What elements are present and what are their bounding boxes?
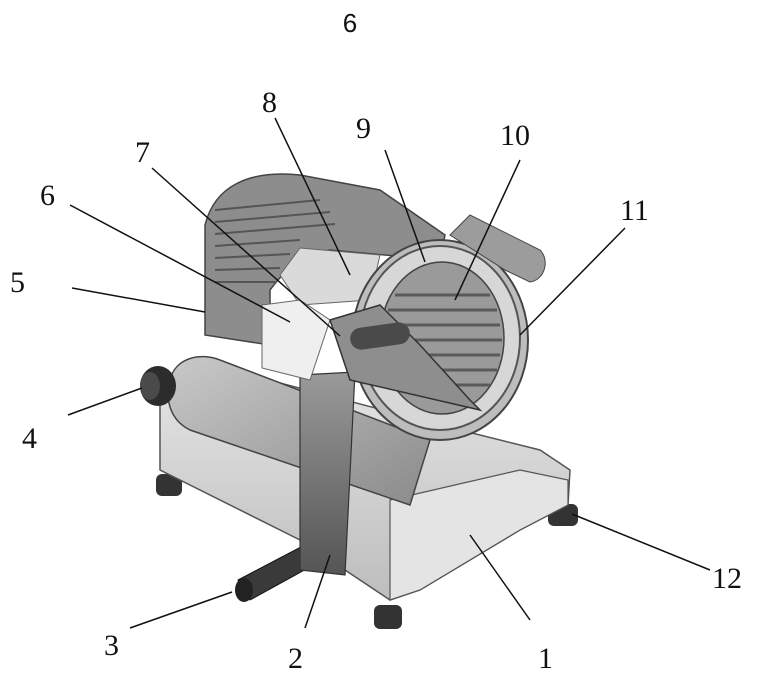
leader-12 xyxy=(571,513,711,571)
knob-face xyxy=(140,372,160,400)
callout-1: 1 xyxy=(538,642,553,675)
leader-2 xyxy=(304,554,331,629)
leader-7 xyxy=(151,167,341,337)
tray-ribs xyxy=(214,199,336,283)
foot-front-left xyxy=(374,605,402,629)
sharpener-housing xyxy=(449,214,546,283)
callout-7: 7 xyxy=(135,136,150,169)
leader-8 xyxy=(274,117,351,276)
leader-5 xyxy=(71,287,206,313)
leader-10 xyxy=(454,159,521,301)
product-pusher xyxy=(261,299,331,381)
leader-4 xyxy=(67,387,143,416)
leader-6 xyxy=(69,204,291,323)
callout-5: 5 xyxy=(10,266,25,299)
carriage-support xyxy=(299,371,356,576)
callout-12: 12 xyxy=(712,562,742,595)
callout-3: 3 xyxy=(104,629,119,662)
leader-11 xyxy=(519,227,626,336)
callout-labels: 1 2 3 4 5 6 7 8 9 10 11 12 xyxy=(10,86,742,675)
leader-3 xyxy=(129,591,233,629)
callout-leaders xyxy=(67,117,711,629)
callout-2: 2 xyxy=(288,642,303,675)
base-front-face xyxy=(389,469,569,601)
callout-9: 9 xyxy=(356,112,371,145)
leader-1 xyxy=(469,534,531,621)
callout-8: 8 xyxy=(262,86,277,119)
callout-6: 6 xyxy=(40,179,55,212)
page-title: 6 xyxy=(342,8,358,38)
handle-end xyxy=(235,578,253,602)
foot-back-left xyxy=(156,474,182,496)
leader-9 xyxy=(384,149,426,263)
callout-10: 10 xyxy=(500,119,530,152)
callout-4: 4 xyxy=(22,422,37,455)
pusher-grip xyxy=(350,322,410,350)
callout-11: 11 xyxy=(620,194,649,227)
